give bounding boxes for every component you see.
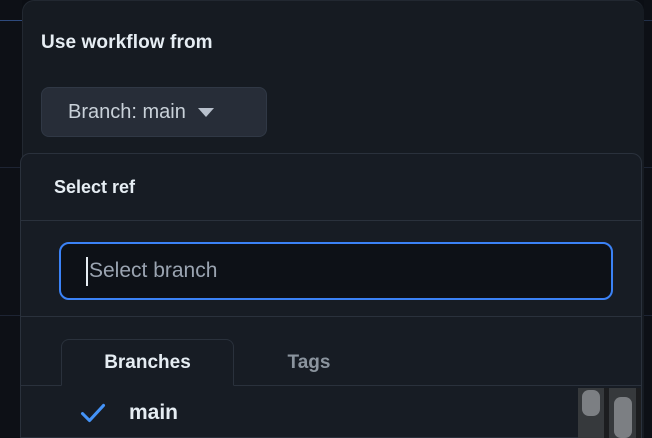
- page-right-gutter: [644, 0, 652, 438]
- scrollbar-gap: [604, 388, 609, 438]
- list-item[interactable]: main: [21, 386, 641, 437]
- scrollbar-thumb[interactable]: [614, 397, 632, 438]
- scrollbar-gap: [636, 388, 641, 438]
- search-row: [21, 222, 641, 317]
- list-item-label: main: [129, 400, 179, 424]
- page-left-gutter: [0, 0, 22, 438]
- gutter-divider: [0, 167, 22, 168]
- branch-selector-label: Branch: main: [68, 100, 186, 123]
- select-ref-header: Select ref: [21, 154, 641, 221]
- branch-selector-button[interactable]: Branch: main: [41, 87, 267, 137]
- search-field-wrapper: [59, 242, 613, 300]
- select-ref-title: Select ref: [54, 176, 136, 197]
- select-ref-dropdown: Select ref Branches Tags main: [20, 153, 642, 438]
- branch-search-input[interactable]: [59, 242, 613, 300]
- tab-tags[interactable]: Tags: [287, 351, 331, 373]
- gutter-divider: [0, 315, 22, 316]
- ref-list: main: [21, 386, 641, 437]
- gutter-divider: [644, 315, 652, 316]
- tab-branches[interactable]: Branches: [61, 339, 234, 386]
- chevron-down-icon: [197, 107, 214, 117]
- gutter-divider: [644, 167, 652, 168]
- tab-underline: [21, 385, 641, 386]
- ref-tabs: Branches Tags: [21, 339, 641, 386]
- check-icon: [80, 403, 106, 422]
- gutter-divider: [0, 20, 22, 21]
- scrollbar-thumb[interactable]: [582, 390, 600, 416]
- gutter-divider: [644, 20, 652, 21]
- dialog-title: Use workflow from: [41, 32, 213, 53]
- scrollbar-cluster: [578, 388, 644, 438]
